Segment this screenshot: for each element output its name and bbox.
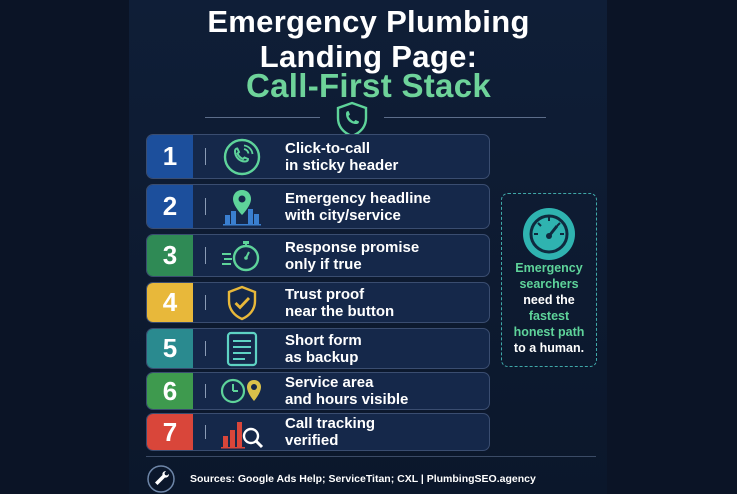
- step-number-3: 3: [147, 235, 193, 276]
- step-text-1: Click-to-call in sticky header: [285, 139, 399, 174]
- step-row-2: 2 Emergency headline with city/service: [146, 184, 490, 229]
- step-separator: [205, 340, 206, 357]
- step-number-2: 2: [147, 185, 193, 228]
- title-line-2: Landing Page:: [259, 39, 478, 74]
- step-separator: [205, 424, 206, 440]
- stopwatch-icon: [222, 240, 260, 271]
- form-icon: [226, 331, 258, 366]
- step-text-4: Trust proof near the button: [285, 285, 395, 320]
- step-number-1: 1: [147, 135, 193, 178]
- title-line-3: Call-First Stack: [245, 67, 492, 104]
- step-row-6: 6 Service area and hours visible: [146, 372, 490, 410]
- title-divider-right: [384, 117, 546, 118]
- step-number-7: 7: [147, 414, 193, 450]
- phone-icon: [223, 138, 261, 175]
- step-row-7: 7 Call tracking verified: [146, 413, 490, 451]
- chart-magnifier-icon: [221, 422, 264, 449]
- title-divider-left: [205, 117, 320, 118]
- speedometer-icon: [523, 208, 575, 260]
- step-row-1: 1 Click-to-call in sticky header: [146, 134, 490, 179]
- callout-box: Emergency searchers need the fastest hon…: [501, 193, 597, 367]
- step-number-6: 6: [147, 373, 193, 409]
- footer: Sources: Google Ads Help; ServiceTitan; …: [146, 464, 596, 493]
- footer-divider: [146, 456, 596, 457]
- step-text-5: Short form as backup: [285, 331, 362, 366]
- step-number-4: 4: [147, 283, 193, 322]
- map-pin-city-icon: [223, 189, 261, 225]
- step-row-3: 3 Response promise only if true: [146, 234, 490, 277]
- footer-sources: Sources: Google Ads Help; ServiceTitan; …: [190, 473, 536, 485]
- step-separator: [205, 147, 206, 166]
- title-line-1: Emergency Plumbing: [207, 4, 530, 39]
- step-number-5: 5: [147, 329, 193, 368]
- clock-pin-icon: [220, 378, 261, 404]
- step-text-3: Response promise only if true: [285, 238, 420, 273]
- step-text-7: Call tracking verified: [285, 415, 376, 449]
- step-separator: [205, 383, 206, 399]
- callout-text: Emergency searchers need the fastest hon…: [513, 261, 585, 355]
- step-row-4: 4 Trust proof near the button: [146, 282, 490, 323]
- wrench-icon: [147, 465, 175, 493]
- step-text-2: Emergency headline with city/service: [285, 189, 431, 224]
- step-text-6: Service area and hours visible: [285, 374, 409, 408]
- step-row-5: 5 Short form as backup: [146, 328, 490, 369]
- step-separator: [205, 247, 206, 264]
- step-separator: [205, 294, 206, 311]
- step-separator: [205, 197, 206, 216]
- shield-check-icon: [227, 285, 257, 320]
- shield-phone-icon: [336, 101, 368, 138]
